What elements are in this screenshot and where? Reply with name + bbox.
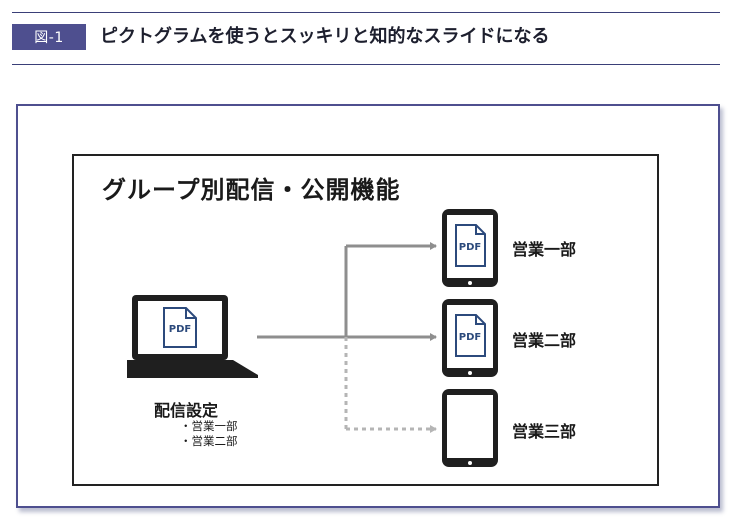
slide-title: グループ別配信・公開機能 <box>102 176 401 204</box>
recipient-label-3: 営業三部 <box>512 422 577 441</box>
sender-target-2: ・営業二部 <box>180 434 238 448</box>
connector-lines <box>257 242 437 433</box>
sender-target-1: ・営業一部 <box>180 419 238 433</box>
laptop-file-label: PDF <box>169 324 191 335</box>
sender-label: 配信設定 <box>154 401 219 420</box>
top-rule <box>12 12 720 13</box>
pdf-document-icon: PDF <box>455 314 486 357</box>
tablet-icon: PDF <box>442 299 498 377</box>
tablet-file-label-2: PDF <box>459 332 481 343</box>
bottom-rule <box>12 64 720 65</box>
tablet-icon: PDF <box>442 209 498 287</box>
pdf-document-icon: PDF <box>455 224 486 267</box>
figure-title: ピクトグラムを使うとスッキリと知的なスライドになる <box>100 26 550 47</box>
tablet-icon <box>442 389 498 467</box>
recipient-label-2: 営業二部 <box>512 331 577 350</box>
laptop-icon: PDF <box>127 295 258 378</box>
recipient-label-1: 営業一部 <box>512 240 577 259</box>
figure-label: 図-1 <box>12 24 86 50</box>
pdf-document-icon: PDF <box>163 307 197 348</box>
tablet-file-label-1: PDF <box>459 242 481 253</box>
